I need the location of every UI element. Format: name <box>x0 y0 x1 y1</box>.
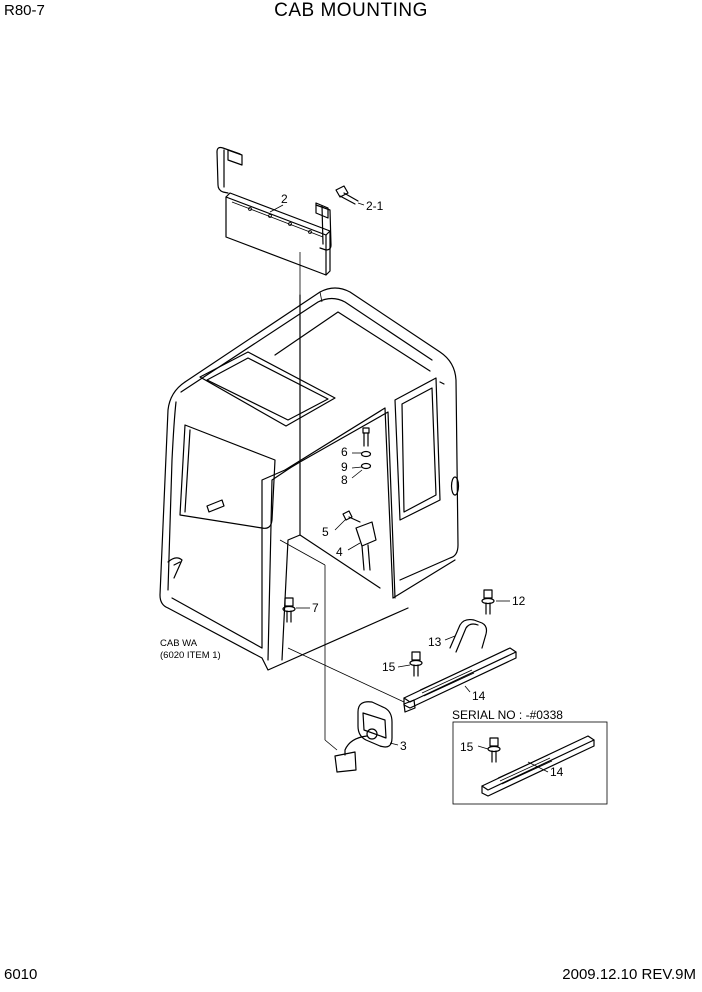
leader-lines <box>269 202 549 773</box>
mirror-assembly <box>334 699 416 773</box>
page-title: CAB MOUNTING <box>274 0 428 21</box>
inner-parts <box>342 427 377 571</box>
callout-3: 3 <box>400 739 407 753</box>
revision-date: 2009.12.10 REV.9M <box>562 966 696 983</box>
cab-note-line1: CAB WA <box>160 638 198 649</box>
serial-box <box>452 721 608 805</box>
callout-2: 2 <box>281 192 288 206</box>
callout-14-serial: 14 <box>550 765 564 779</box>
callout-8: 8 <box>341 473 348 487</box>
handrail-step-set <box>403 589 517 709</box>
callout-13: 13 <box>428 635 442 649</box>
callout-6: 6 <box>341 445 348 459</box>
callout-2-1: 2-1 <box>366 199 384 213</box>
cab-note-line2: (6020 ITEM 1) <box>160 650 221 661</box>
callout-5: 5 <box>322 525 329 539</box>
page-number: 6010 <box>4 966 38 983</box>
callout-4: 4 <box>336 545 343 559</box>
callout-7: 7 <box>312 601 319 615</box>
callout-9: 9 <box>341 460 348 474</box>
callout-12: 12 <box>512 594 526 608</box>
sun-visor <box>216 146 332 276</box>
cab-frame <box>159 287 460 671</box>
model-code: R80-7 <box>4 2 45 19</box>
screw-2-1 <box>335 185 359 205</box>
serial-note: SERIAL NO : -#0338 <box>452 708 563 722</box>
bolt-7 <box>282 597 296 623</box>
callout-14: 14 <box>472 689 486 703</box>
callout-15-serial: 15 <box>460 740 474 754</box>
callout-15: 15 <box>382 660 396 674</box>
